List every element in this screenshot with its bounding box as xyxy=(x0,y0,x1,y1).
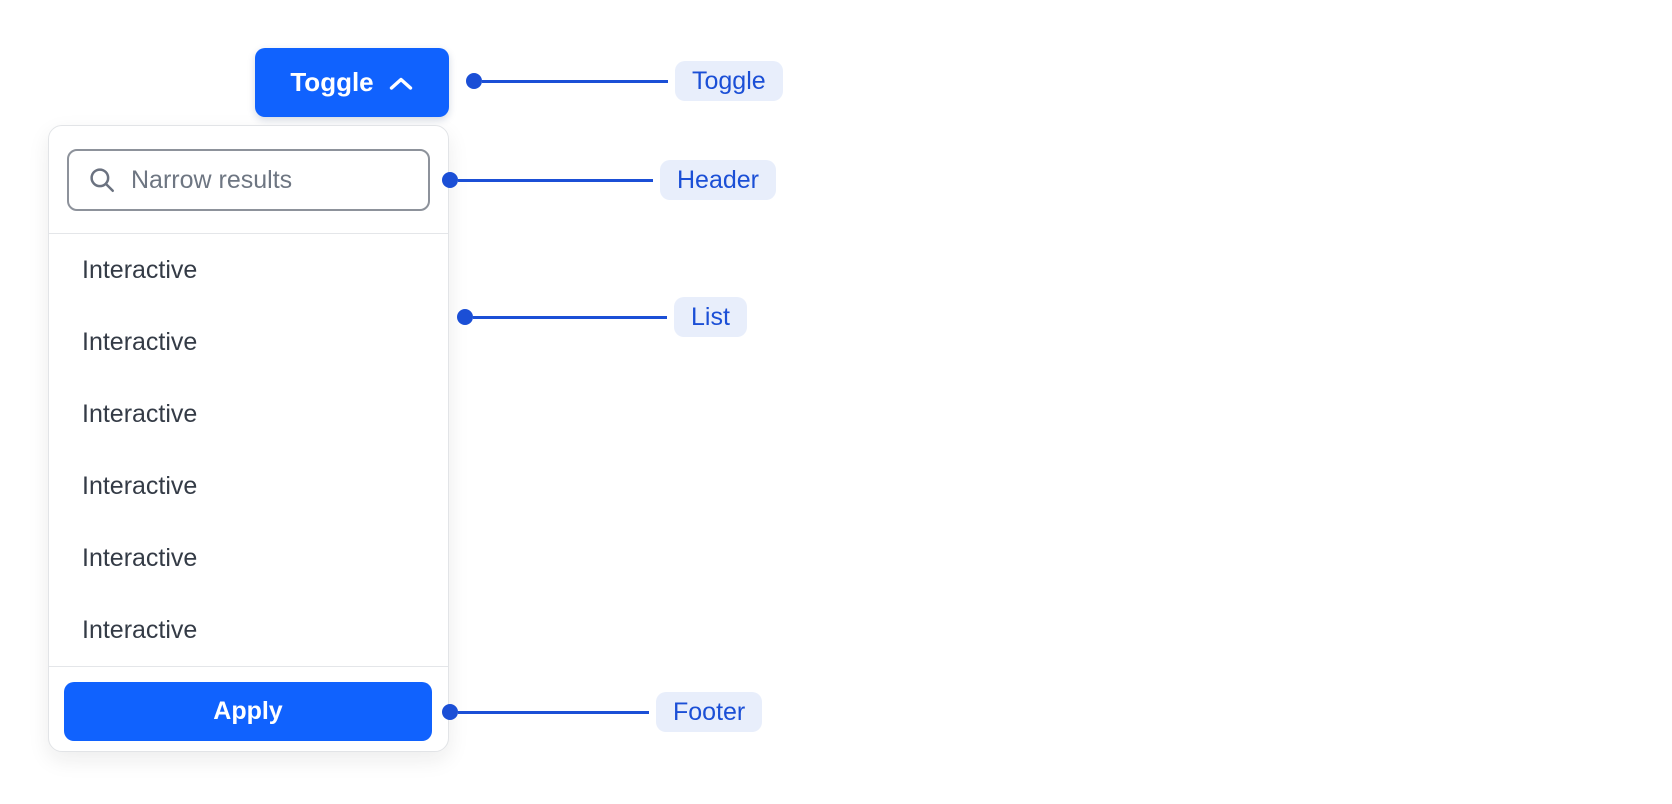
annotation-chip-toggle: Toggle xyxy=(675,61,783,101)
toggle-button[interactable]: Toggle xyxy=(255,48,449,117)
list-item[interactable]: Interactive xyxy=(82,399,198,428)
annotation-line xyxy=(482,79,668,83)
annotation-chip-footer: Footer xyxy=(656,692,763,732)
list-item[interactable]: Interactive xyxy=(82,255,198,284)
annotation-dot xyxy=(442,704,458,720)
list-item[interactable]: Interactive xyxy=(82,543,198,572)
list-item[interactable]: Interactive xyxy=(82,615,198,644)
annotation-line xyxy=(458,710,649,714)
annotation-toggle: Toggle xyxy=(466,61,783,101)
list-item[interactable]: Interactive xyxy=(82,327,198,356)
annotation-dot xyxy=(466,73,482,89)
search-icon xyxy=(87,165,117,195)
annotation-list: List xyxy=(457,297,747,337)
search-input[interactable] xyxy=(131,165,453,195)
annotation-line xyxy=(473,315,667,319)
popover-footer: Apply xyxy=(49,666,448,751)
annotation-chip-header: Header xyxy=(660,160,776,200)
annotation-chip-list: List xyxy=(674,297,747,337)
list-item[interactable]: Interactive xyxy=(82,471,198,500)
toggle-button-label: Toggle xyxy=(290,67,374,97)
popover-list: Interactive Interactive Interactive Inte… xyxy=(49,234,448,666)
annotation-line xyxy=(458,178,653,182)
annotation-dot xyxy=(442,172,458,188)
popover-header xyxy=(49,126,453,234)
annotation-footer: Footer xyxy=(442,692,763,732)
annotation-dot xyxy=(457,309,473,325)
chevron-up-icon xyxy=(388,75,414,92)
popover-panel: Interactive Interactive Interactive Inte… xyxy=(48,125,453,752)
search-box[interactable] xyxy=(67,149,453,211)
annotation-header: Header xyxy=(442,160,776,200)
apply-button[interactable]: Apply xyxy=(64,682,432,741)
